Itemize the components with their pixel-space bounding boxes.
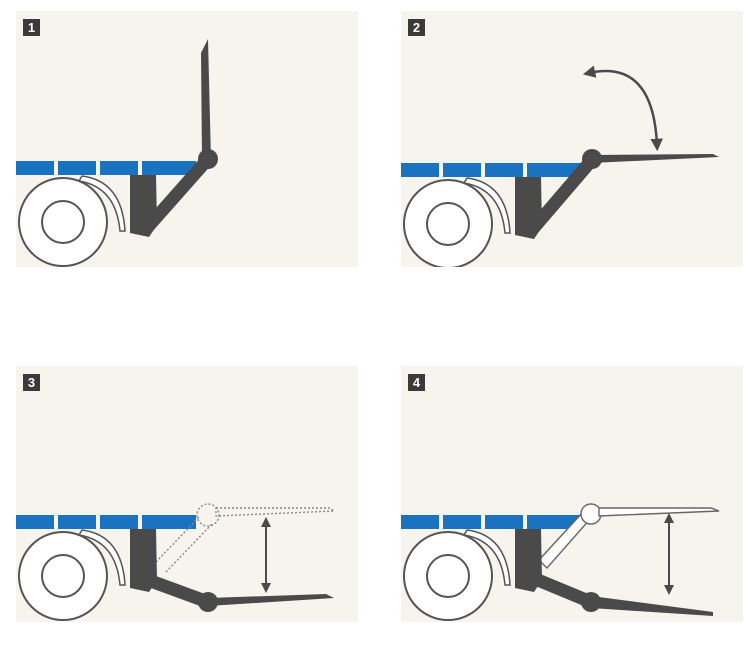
hinge-joint — [198, 592, 218, 612]
step-1-panel: 1 — [16, 11, 358, 267]
step-4-panel: 4 — [401, 366, 743, 622]
truck-bed — [401, 515, 581, 529]
step-4-badge: 4 — [408, 374, 425, 391]
wheel — [403, 531, 493, 621]
platform-lowered — [208, 594, 334, 606]
step-2-badge: 2 — [408, 19, 425, 36]
step-1-illustration — [16, 39, 218, 267]
step-4-illustration — [401, 503, 720, 621]
hinge-joint — [198, 149, 218, 169]
previous-position-outline — [155, 503, 336, 573]
platform-horizontal — [591, 154, 719, 163]
previous-position-outline — [538, 503, 720, 570]
step-3-panel: 3 — [16, 366, 358, 622]
mudguard — [462, 177, 511, 234]
wheel — [403, 179, 493, 267]
step-1-badge: 1 — [23, 19, 40, 36]
mudguard — [462, 529, 511, 586]
mudguard — [77, 175, 126, 232]
step-2-panel: 2 — [401, 11, 743, 267]
truck-bed — [401, 163, 581, 177]
mudguard — [77, 529, 126, 586]
truck-bed — [16, 515, 196, 529]
step-3-badge: 3 — [23, 374, 40, 391]
step-3-illustration — [16, 503, 336, 621]
hinge-joint — [582, 149, 602, 169]
truck-bed — [16, 161, 196, 175]
lift-arm-lowered — [141, 573, 215, 609]
platform-folded-up — [201, 39, 211, 161]
lift-arm — [139, 152, 215, 236]
wheel — [18, 531, 108, 621]
platform-tilted — [591, 596, 713, 616]
rotation-arrow — [582, 65, 663, 152]
lift-arm-lowered — [526, 571, 598, 609]
lift-arm — [524, 154, 598, 238]
wheel — [18, 177, 108, 267]
step-2-illustration — [401, 65, 719, 267]
hinge-joint — [581, 592, 601, 612]
